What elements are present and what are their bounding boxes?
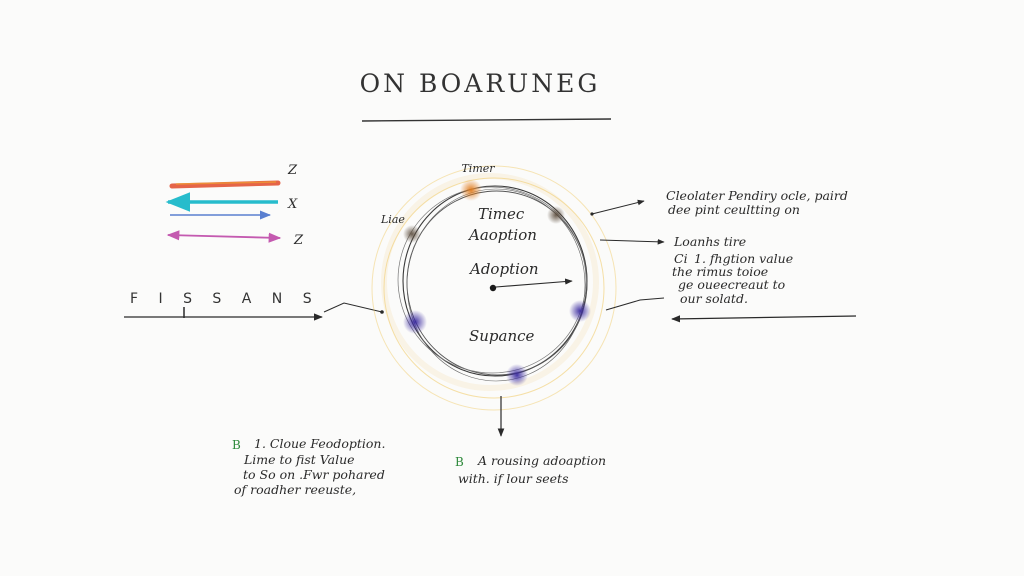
right-upper-arrow-dot [590, 212, 594, 216]
legend-line-red [169, 180, 281, 189]
bottom-center-line-2: with. if lour seets [458, 471, 569, 486]
ring-node-bottom [506, 364, 528, 386]
ring-node-left [403, 310, 427, 334]
right-upper-note-line-2: dee pint ceultting on [668, 202, 800, 217]
legend-label-1: Z [287, 163, 298, 178]
bottom-center-marker: B [455, 455, 464, 469]
bottom-left-line-4: of roadher reeuste, [234, 482, 356, 497]
left-connector [323, 302, 383, 313]
ring-node-upper-right [547, 206, 565, 224]
ring-label-top: Timer [461, 162, 495, 175]
bottom-left-line-3: to So on .Fwr pohared [243, 467, 385, 482]
ring-center-pointer [495, 278, 573, 288]
right-lower-line-2: the rimus toioe [672, 264, 768, 279]
ring-glow-middle [383, 177, 605, 399]
ring-glow-band [381, 173, 599, 391]
bottom-center-line-1: A rousing adoaption [477, 453, 606, 468]
right-lower-title: Loanhs tire [673, 234, 746, 249]
legend-label-2: X [287, 197, 298, 212]
legend-label-3: Z [293, 233, 304, 248]
right-lower-line-1: 1. fhgtion value [694, 251, 793, 266]
ring-center-label-1: Timec [478, 205, 525, 223]
bottom-left-line-1: 1. Cloue Feodoption. [254, 436, 385, 451]
ring-node-right [569, 300, 591, 322]
title-underline [361, 118, 612, 122]
right-incoming-arrow [671, 315, 857, 323]
ring-node-upper-left [403, 225, 421, 243]
ring-node-top [460, 179, 482, 201]
left-connector-dot [380, 310, 384, 314]
ring-stroke-3 [397, 186, 587, 374]
adoption-ring: Timer Liae Timec Aaoption Adoption Supan… [371, 162, 617, 411]
bottom-left-marker: B [232, 438, 241, 452]
right-connector [605, 297, 665, 311]
right-lower-marker: Ci [674, 251, 688, 266]
ring-center-label-2: Aaoption [467, 226, 537, 244]
legend-arrow-pink [166, 230, 282, 243]
legend: Z X Z [165, 163, 304, 248]
ring-center-label-3: Adoption [468, 260, 539, 278]
bottom-left-line-2: Lime to fist Value [243, 452, 355, 467]
right-upper-arrow [591, 199, 645, 215]
ring-center-label-4: Supance [469, 327, 535, 345]
right-middle-arrow [599, 239, 665, 245]
ring-glow-outer [371, 165, 617, 411]
ring-label-left: Liae [380, 213, 405, 226]
ring-stroke-4 [406, 188, 586, 382]
right-lower-line-4: our solatd. [680, 291, 748, 306]
right-lower-line-3: ge oueecreaut to [678, 277, 785, 292]
diagram-title: ON BOARUNEG [360, 69, 601, 98]
legend-line-red-highlight [175, 181, 277, 185]
ring-center-dot [489, 284, 497, 292]
left-flow-label: F I S S A N S [130, 291, 320, 307]
right-upper-note-line-1: Cleolater Pendiry ocle, paird [666, 188, 848, 203]
